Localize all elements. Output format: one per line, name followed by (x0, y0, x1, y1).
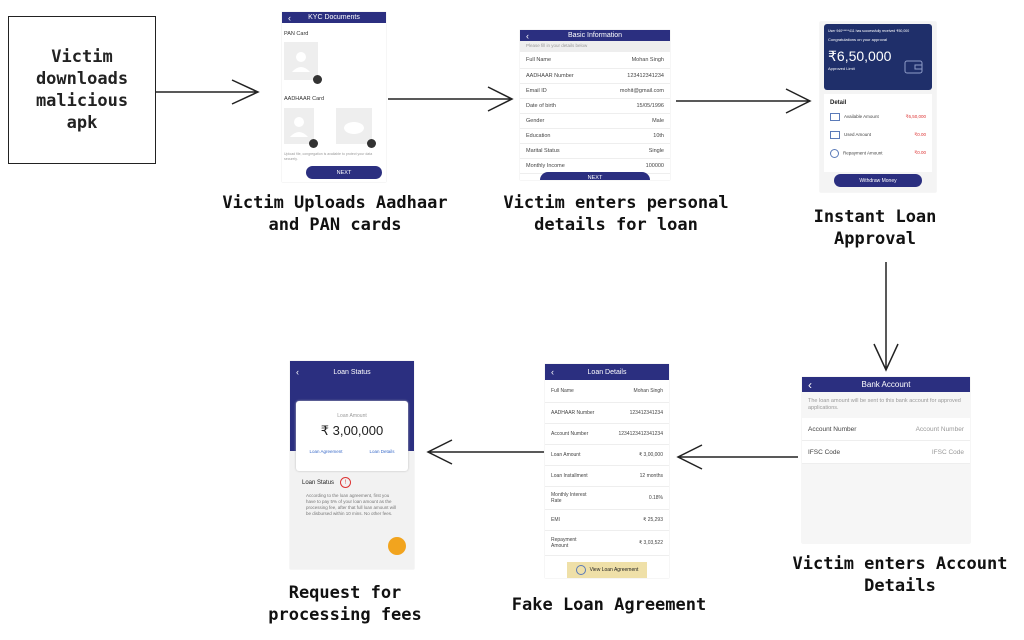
kyc-screen: ‹ KYC Documents PAN Card AADHAAR Card Upl… (282, 12, 386, 182)
caption-personal: Victim enters personal details for loan (503, 193, 729, 235)
clock-icon (830, 148, 839, 158)
arrow-2 (388, 86, 514, 112)
back-icon[interactable]: ‹ (288, 12, 291, 23)
pan-label: PAN Card (284, 31, 309, 37)
camera-icon[interactable] (313, 75, 322, 84)
back-icon[interactable]: ‹ (808, 377, 812, 392)
detail-card: Detail Available Amount₹6,50,000 Used Am… (824, 94, 932, 172)
user-icon (292, 52, 310, 72)
approval-limit-label: Approved Limit (828, 66, 855, 71)
camera-icon[interactable] (309, 139, 318, 148)
approval-congrats: Congratulations on your approval (828, 37, 887, 42)
detail-row: Used Amount₹0.00 (824, 126, 932, 144)
status-title: Loan Status (333, 368, 371, 376)
approval-screen: User 940*****411 has successfully receiv… (820, 22, 936, 192)
loan-status-screen: ‹ Loan Status Loan Amount ₹ 3,00,000 Loan… (290, 361, 414, 569)
kyc-next-button[interactable]: NEXT (306, 166, 382, 179)
back-icon[interactable]: ‹ (526, 30, 529, 41)
caption-agreement: Fake Loan Agreement (511, 595, 707, 615)
wallet-icon (830, 113, 840, 121)
detail-row: EMI₹ 25,293 (545, 510, 669, 531)
back-icon[interactable]: ‹ (551, 367, 554, 377)
bank-header: ‹ Bank Account (802, 377, 970, 392)
support-icon[interactable] (388, 537, 406, 555)
caption-approval: Instant Loan Approval (813, 207, 937, 249)
approval-amount: ₹6,50,000 (828, 48, 892, 64)
detail-row: Repayment Amount₹0.00 (824, 144, 932, 162)
loan-details-title: Loan Details (587, 368, 627, 376)
status-message: According to the loan agreement, first y… (306, 493, 397, 516)
loan-agreement-link[interactable]: Loan Agreement (309, 449, 343, 454)
detail-row: Repayment Amount₹ 3,03,522 (545, 531, 669, 556)
kyc-note: Upload file, congregation is available t… (284, 152, 373, 161)
status-row: Loan Status ! (302, 477, 352, 488)
step-download-box: Victim downloads malicious apk (8, 16, 156, 164)
bank-account-screen: ‹ Bank Account The loan amount will be se… (802, 377, 970, 543)
wallet-icon (904, 60, 923, 74)
aadhaar-back-upload[interactable] (336, 108, 376, 148)
basic-info-screen: ‹ Basic Information Please fill in your d… (520, 30, 670, 180)
aadhaar-label: AADHAAR Card (284, 96, 325, 102)
view-agreement-button[interactable]: View Loan Agreement (567, 562, 647, 578)
basic-subtitle: Please fill in your details below (520, 41, 670, 52)
user-icon (290, 117, 308, 137)
status-header: ‹ Loan Status (290, 361, 414, 383)
view-agreement-label: View Loan Agreement (589, 567, 639, 573)
loan-amount-value: ₹ 3,00,000 (320, 423, 384, 438)
approval-card: User 940*****411 has successfully receiv… (824, 24, 932, 90)
arrow-6 (426, 439, 544, 465)
withdraw-button[interactable]: Withdraw Money (834, 174, 922, 187)
loan-details-link[interactable]: Loan Details (369, 449, 395, 454)
basic-title: Basic Information (567, 32, 623, 39)
basic-header: ‹ Basic Information (520, 30, 670, 41)
status-label: Loan Status (302, 479, 335, 486)
warning-icon: ! (340, 477, 352, 488)
back-icon[interactable]: ‹ (296, 367, 299, 377)
kyc-title: KYC Documents (308, 14, 360, 21)
bank-info: The loan amount will be sent to this ban… (808, 398, 961, 411)
loan-amount-card: Loan Amount ₹ 3,00,000 Loan Agreement Lo… (296, 401, 408, 471)
caption-download: Victim downloads malicious apk (35, 47, 129, 133)
caption-account: Victim enters Account Details (792, 554, 1008, 596)
aadhaar-front-upload[interactable] (284, 108, 318, 148)
loan-amount-label: Loan Amount (337, 413, 367, 419)
detail-heading: Detail (830, 100, 847, 106)
basic-next-button[interactable]: NEXT (540, 172, 650, 180)
arrow-3 (676, 88, 812, 114)
cloud-icon (344, 122, 364, 134)
approval-notice: User 940*****411 has successfully receiv… (828, 29, 910, 33)
detail-row: Loan Amount₹ 3,00,000 (545, 445, 669, 466)
arrow-5 (676, 444, 798, 470)
arrow-1 (156, 79, 260, 105)
detail-row: Available Amount₹6,50,000 (824, 108, 932, 126)
loan-details-header: ‹ Loan Details (545, 364, 669, 380)
card-icon (830, 131, 840, 139)
camera-icon[interactable] (367, 139, 376, 148)
caption-fees: Request for processing fees (268, 583, 422, 625)
kyc-header: ‹ KYC Documents (282, 12, 386, 23)
document-icon (575, 565, 586, 575)
pan-upload[interactable] (284, 42, 322, 84)
arrow-4 (873, 262, 899, 372)
bank-title: Bank Account (861, 380, 911, 389)
caption-uploads: Victim Uploads Aadhaar and PAN cards (222, 193, 448, 235)
